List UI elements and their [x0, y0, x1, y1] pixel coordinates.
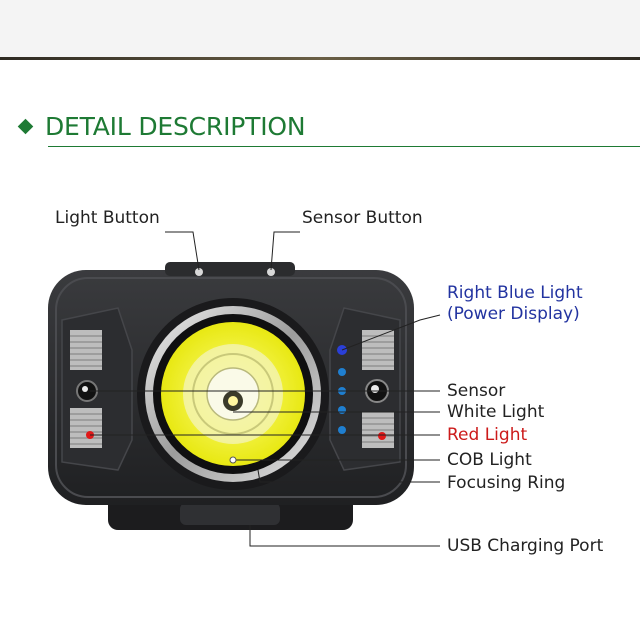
label-sensor: Sensor — [447, 381, 506, 401]
left-side-panel — [61, 307, 133, 471]
section-title: DETAIL DESCRIPTION — [45, 111, 306, 141]
leader-lines — [90, 231, 441, 547]
label-power-display: (Power Display) — [447, 304, 580, 324]
label-cob-light: COB Light — [447, 450, 532, 470]
label-focusing-ring: Focusing Ring — [447, 473, 566, 493]
label-light-button: Light Button — [55, 208, 160, 228]
label-red-light: Red Light — [447, 425, 528, 445]
heading-underline — [48, 146, 640, 147]
label-white-light: White Light — [447, 402, 545, 422]
top-banner — [0, 0, 640, 58]
label-usb-charging-port: USB Charging Port — [447, 536, 604, 556]
label-right-blue-light: Right Blue Light — [447, 283, 583, 303]
section-heading: DETAIL DESCRIPTION — [17, 110, 306, 142]
lens-assembly — [137, 298, 329, 490]
label-sensor-button: Sensor Button — [302, 208, 423, 228]
top-divider — [0, 57, 640, 60]
right-side-panel — [329, 307, 401, 471]
